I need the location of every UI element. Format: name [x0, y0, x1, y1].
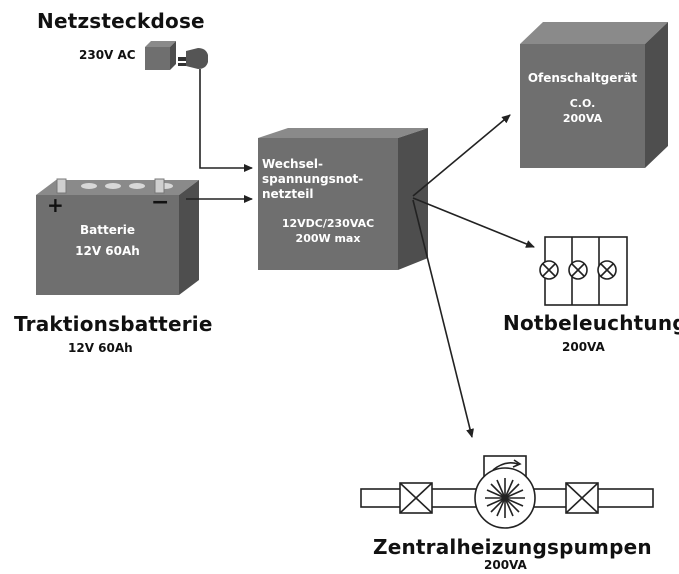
valve-icon	[399, 482, 433, 514]
oven-line-1: C.O.	[569, 97, 596, 110]
battery-box	[36, 178, 199, 295]
outlet-title: Netzsteckdose	[37, 9, 205, 33]
inverter-to-oven-line	[412, 114, 511, 197]
oven-title: Ofenschaltgerät	[527, 71, 638, 85]
battery-plus: +	[47, 193, 64, 217]
outlet-to-inverter-line	[199, 69, 253, 172]
outlet-icon	[145, 41, 176, 70]
valve-icon	[565, 482, 599, 514]
lamp-icon	[597, 260, 617, 280]
battery-spec: 12V 60Ah	[68, 341, 133, 355]
inverter-title-line-1: Wechsel-	[262, 157, 323, 171]
inverter-box	[258, 128, 428, 270]
lights-power: 200VA	[562, 340, 605, 354]
pump-icon	[474, 455, 536, 529]
inverter-to-pumps-line	[412, 199, 474, 438]
oven-box	[520, 22, 668, 168]
inverter-spec-1: 12VDC/230VAC	[281, 217, 375, 230]
inverter-title-line-2: spannungsnot-	[262, 172, 364, 186]
inverter-spec-2: 200W max	[295, 232, 361, 245]
inverter-to-lights-line	[412, 197, 535, 248]
outlet-voltage: 230V AC	[79, 48, 136, 62]
lamp-icon	[539, 260, 559, 280]
lamp-icon	[568, 260, 588, 280]
plug-icon	[178, 48, 208, 69]
inverter-title-line-3: netzteil	[262, 187, 314, 201]
connection-lines	[186, 69, 535, 438]
battery-box-spec: 12V 60Ah	[75, 244, 140, 258]
battery-title: Traktionsbatterie	[14, 312, 213, 336]
pumps-title: Zentralheizungspumpen	[373, 535, 652, 559]
battery-box-label: Batterie	[79, 223, 136, 237]
pumps-power: 200VA	[484, 558, 527, 572]
battery-minus: −	[151, 190, 170, 215]
oven-line-2: 200VA	[562, 112, 603, 125]
lights-title: Notbeleuchtung	[503, 311, 679, 335]
